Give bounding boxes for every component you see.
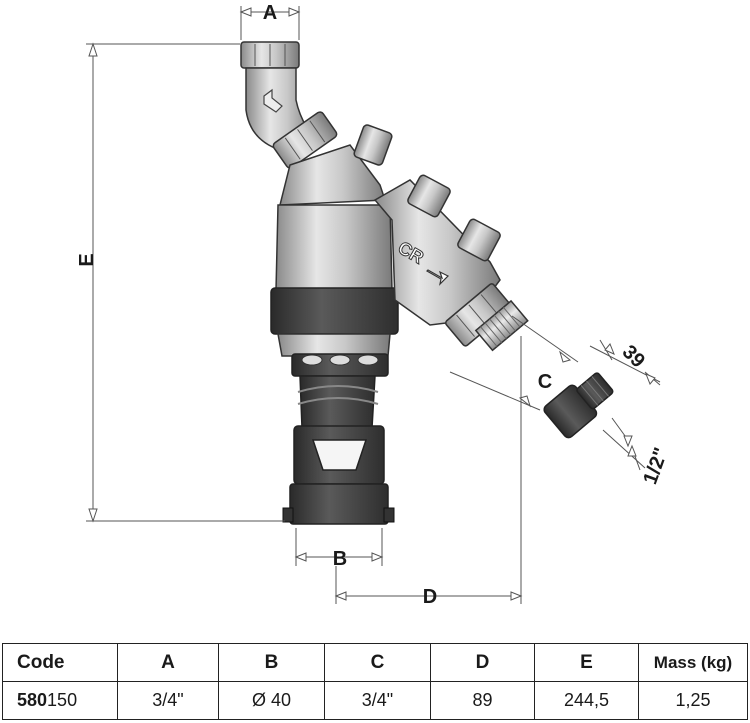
dimension-label-e: E [76, 253, 98, 266]
cell-b: Ø 40 [218, 681, 325, 720]
header-mass: Mass (kg) [638, 643, 748, 682]
cell-d: 89 [430, 681, 535, 720]
table-row: 580150 3/4" Ø 40 3/4" 89 244,5 1,25 [2, 681, 748, 720]
cell-mass: 1,25 [638, 681, 748, 720]
cell-c: 3/4" [324, 681, 431, 720]
header-a: A [117, 643, 219, 682]
cell-code: 580150 [2, 681, 118, 720]
dimension-label-a: A [263, 2, 277, 24]
cell-e: 244,5 [534, 681, 639, 720]
table-header-row: Code A B C D E Mass (kg) [2, 643, 748, 682]
header-d: D [430, 643, 535, 682]
header-e: E [534, 643, 639, 682]
dimension-label-39: 39 [618, 341, 649, 372]
dimension-label-d: D [423, 586, 437, 608]
hose-fitting-illustration [543, 372, 614, 439]
dimension-label-half-inch: 1/2" [639, 445, 672, 488]
header-b: B [218, 643, 325, 682]
filter-valve-illustration: CR [240, 41, 529, 525]
header-code: Code [2, 643, 118, 682]
cell-a: 3/4" [117, 681, 219, 720]
specification-table: Code A B C D E Mass (kg) 580150 3/4" Ø 4… [2, 643, 748, 720]
code-suffix: 150 [47, 690, 78, 710]
code-prefix: 580 [17, 690, 48, 710]
product-dimension-drawing: CR [76, 2, 673, 608]
dimension-label-b: B [333, 548, 347, 570]
dimension-label-c: C [538, 371, 552, 393]
header-c: C [324, 643, 431, 682]
dimension-lines [86, 6, 661, 604]
